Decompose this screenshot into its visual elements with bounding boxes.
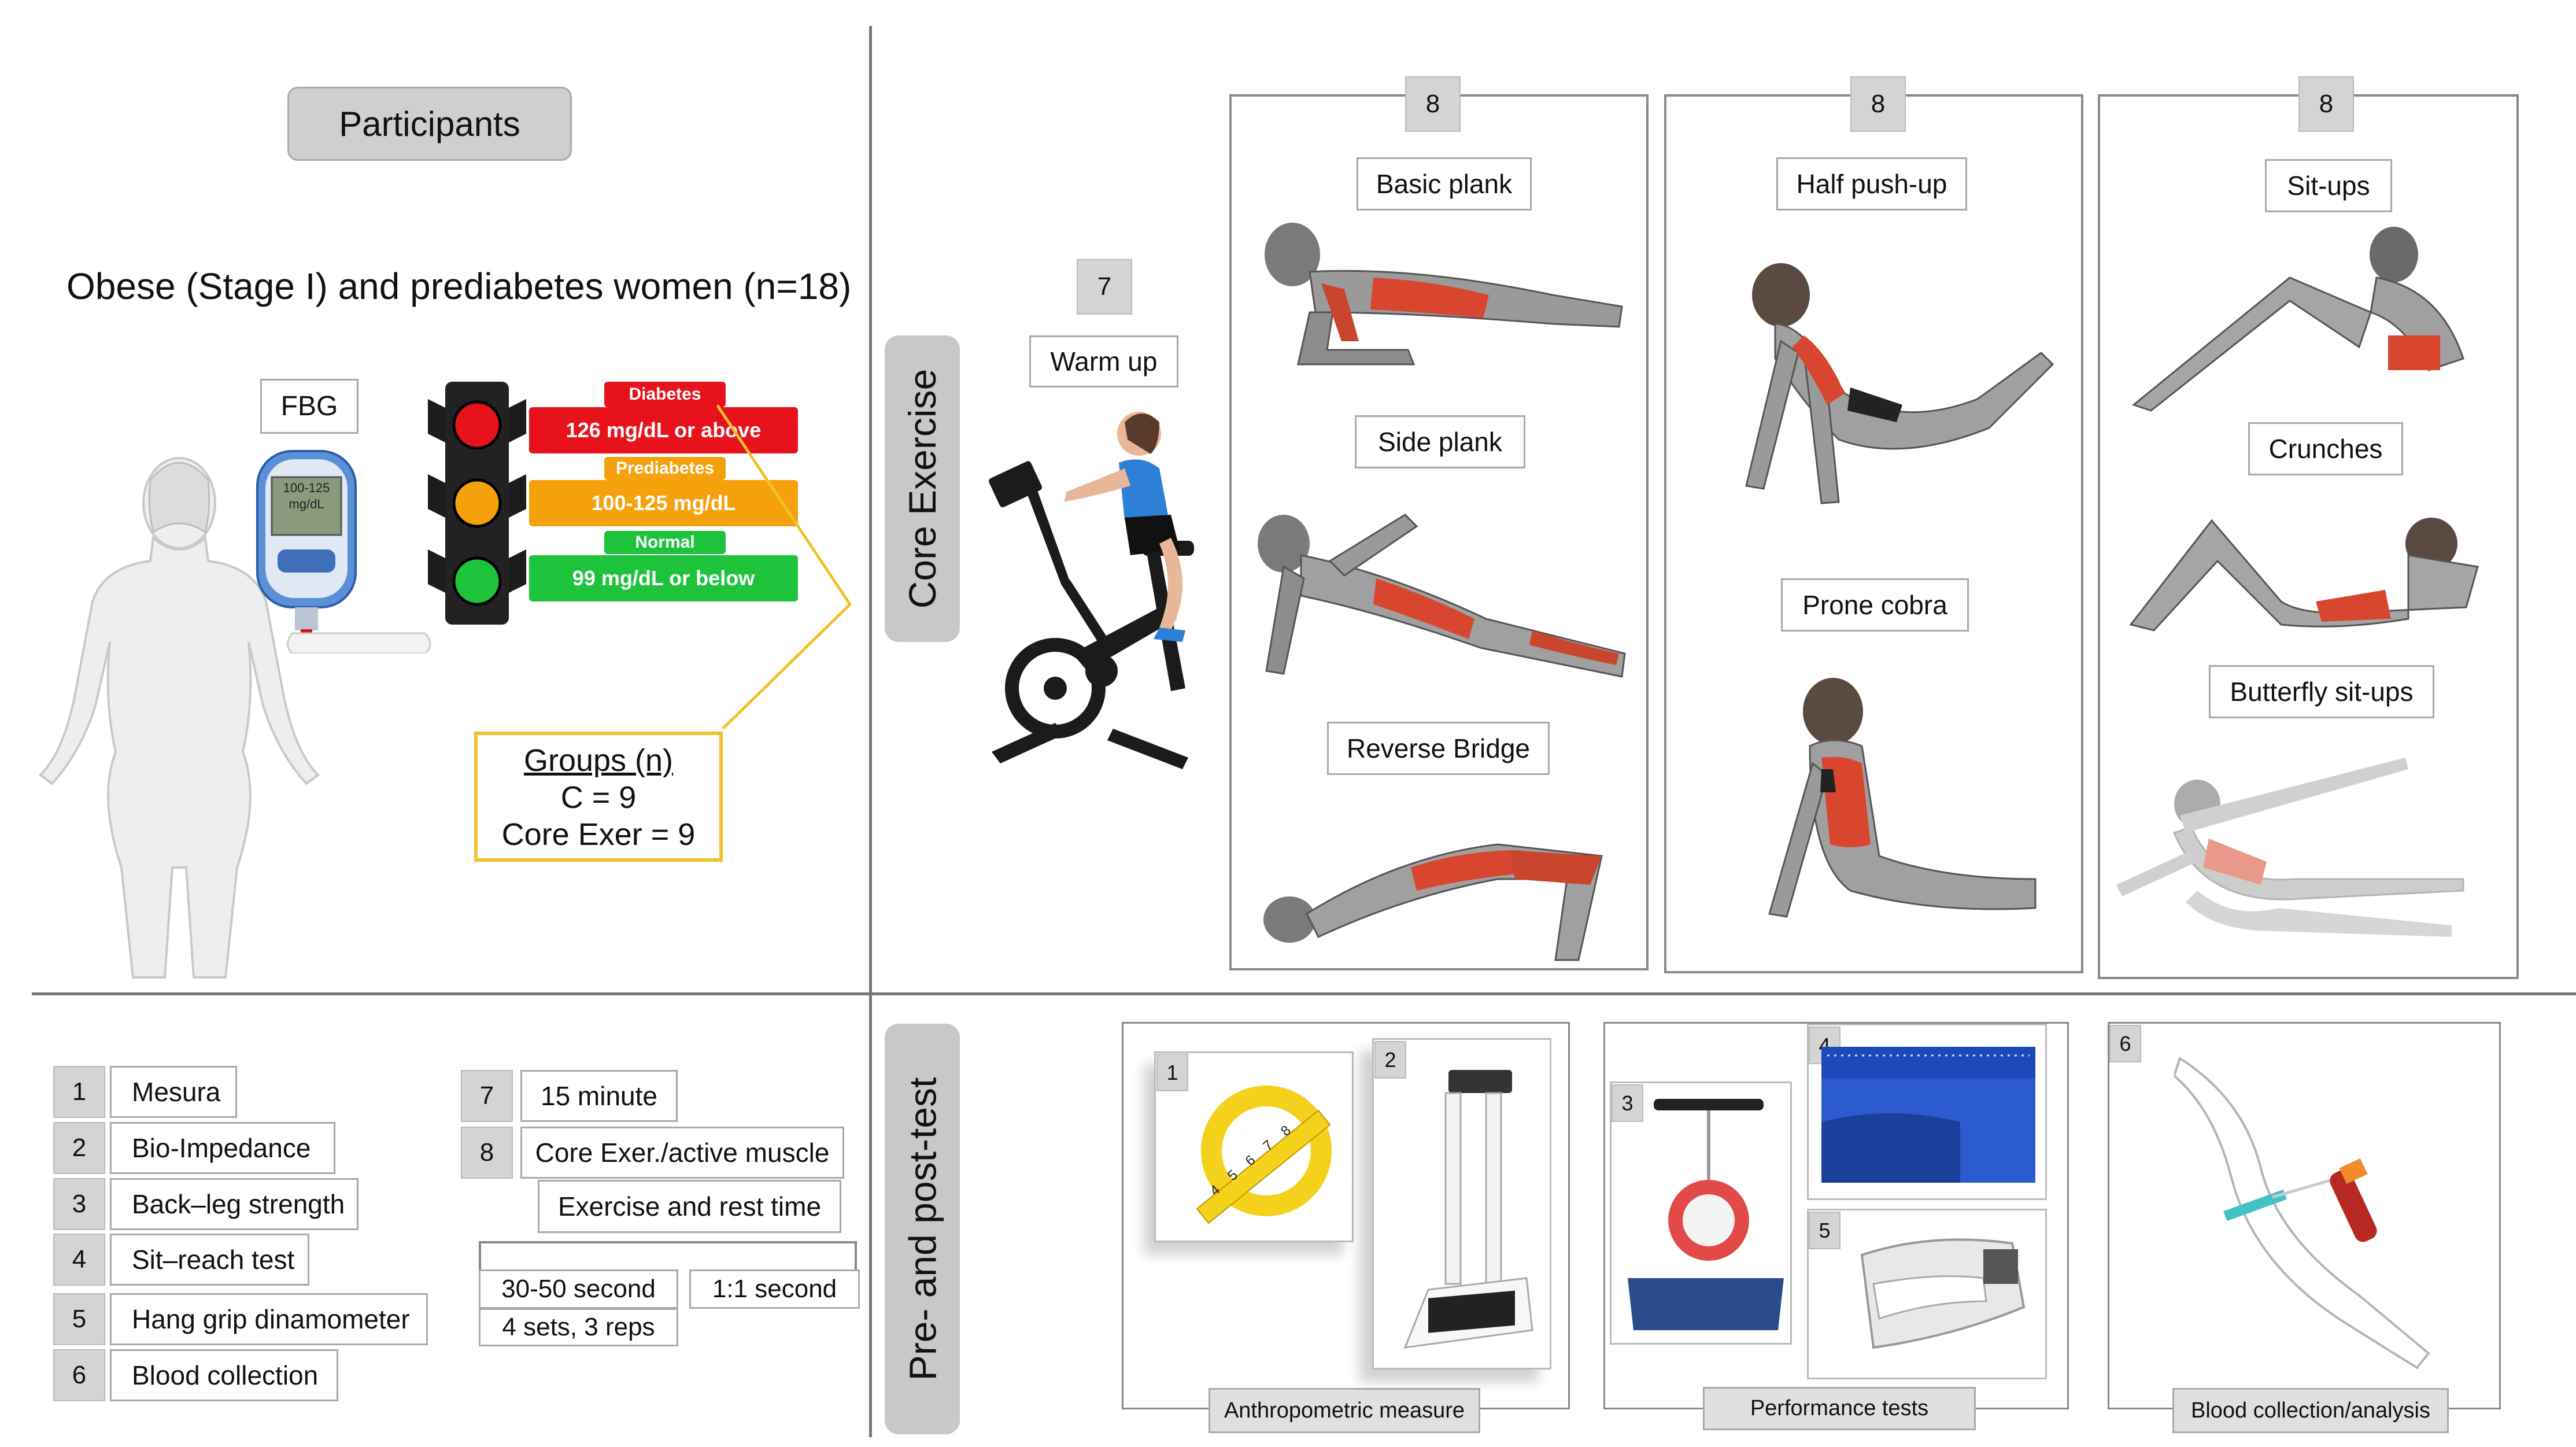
test-1-number: 1 xyxy=(53,1066,105,1118)
back-leg-dynamometer-icon xyxy=(1628,1099,1784,1330)
work-duration: 30-50 second xyxy=(479,1269,678,1309)
butterfly-sit-ups-figure xyxy=(2116,758,2464,937)
reverse-bridge-figure xyxy=(1263,843,1603,961)
tape-number: 1 xyxy=(1156,1054,1188,1091)
test-3-number: 3 xyxy=(53,1178,105,1230)
crunches-figure xyxy=(2129,518,2479,632)
blood-caption: Blood collection/analysis xyxy=(2172,1388,2449,1433)
rest-time-connector xyxy=(479,1241,857,1272)
column-2-number: 8 xyxy=(1850,76,1906,132)
fbg-label: FBG xyxy=(260,379,359,434)
exercise-basic-plank: Basic plank xyxy=(1357,157,1532,211)
groups-title: Groups (n) xyxy=(523,743,674,778)
anthropometric-caption: Anthropometric measure xyxy=(1208,1388,1480,1433)
test-6-label: Blood collection xyxy=(110,1349,338,1401)
diabetes-range: 126 mg/dL or above xyxy=(529,407,798,453)
prone-cobra-figure xyxy=(1768,678,2037,918)
test-5-label: Hang grip dinamometer xyxy=(110,1293,428,1345)
exercise-butterfly-sit-ups: Butterfly sit-ups xyxy=(2209,665,2434,718)
exercise-crunches: Crunches xyxy=(2248,422,2403,475)
back-leg-number: 3 xyxy=(1612,1084,1643,1122)
measuring-tape-icon xyxy=(1196,1086,1332,1224)
exercise-reverse-bridge: Reverse Bridge xyxy=(1327,722,1550,775)
sit-reach-box-icon xyxy=(1821,1047,2035,1183)
groups-core: Core Exer = 9 xyxy=(501,817,696,852)
warmup-label: Warm up xyxy=(1029,335,1178,387)
exercise-half-push-up: Half push-up xyxy=(1776,157,1967,211)
normal-tag: Normal xyxy=(604,531,726,554)
performance-caption: Performance tests xyxy=(1703,1387,1976,1430)
protocol-8-label: Core Exer./active muscle xyxy=(520,1127,844,1179)
normal-range: 99 mg/dL or below xyxy=(529,555,798,601)
basic-plank-figure xyxy=(1265,223,1623,366)
test-4-number: 4 xyxy=(53,1234,105,1286)
prediabetes-tag: Prediabetes xyxy=(604,457,726,480)
test-4-label: Sit–reach test xyxy=(110,1234,309,1286)
traffic-light-icon xyxy=(428,382,526,625)
glucometer-icon xyxy=(256,450,431,654)
test-6-number: 6 xyxy=(53,1349,105,1401)
column-3-number: 8 xyxy=(2298,76,2354,132)
pre-post-test-label: Pre- and post-test xyxy=(885,1024,960,1434)
side-plank-figure xyxy=(1258,514,1626,678)
half-push-up-figure xyxy=(1745,263,2054,504)
exercise-side-plank: Side plank xyxy=(1355,415,1525,468)
woman-figure xyxy=(38,457,320,979)
horizontal-divider xyxy=(32,992,2576,995)
exercise-bike-icon xyxy=(989,412,1194,769)
hand-grip-number: 5 xyxy=(1809,1212,1840,1249)
test-2-number: 2 xyxy=(53,1122,105,1174)
protocol-7-label: 15 minute xyxy=(520,1070,678,1122)
blood-number: 6 xyxy=(2109,1025,2141,1062)
test-2-label: Bio-Impedance xyxy=(110,1122,335,1174)
vertical-divider xyxy=(869,26,872,1437)
diabetes-tag: Diabetes xyxy=(604,382,726,407)
prediabetes-range: 100-125 mg/dL xyxy=(529,480,798,526)
test-5-number: 5 xyxy=(53,1293,105,1345)
sit-ups-figure xyxy=(2131,227,2464,412)
participants-title: Obese (Stage I) and prediabetes women (n… xyxy=(66,265,852,307)
hand-grip-dynamometer-icon xyxy=(1860,1238,2026,1349)
column-1-number: 8 xyxy=(1405,76,1461,132)
protocol-8-number: 8 xyxy=(461,1127,513,1179)
core-exercise-label: Core Exercise xyxy=(885,335,960,642)
glucometer-display: 100-125 mg/dL xyxy=(283,481,330,511)
protocol-7-number: 7 xyxy=(461,1070,513,1122)
groups-box: Groups (n) C = 9 Core Exer = 9 xyxy=(474,732,723,862)
work-rest-ratio: 1:1 second xyxy=(689,1269,860,1309)
group-connector xyxy=(717,405,852,730)
blood-collection-icon xyxy=(2174,1056,2430,1370)
test-3-label: Back–leg strength xyxy=(110,1178,359,1230)
groups-control: C = 9 xyxy=(560,780,637,815)
rest-time-title: Exercise and rest time xyxy=(538,1180,841,1233)
warmup-number: 7 xyxy=(1077,259,1132,315)
test-1-label: Mesura xyxy=(110,1066,237,1118)
exercise-prone-cobra: Prone cobra xyxy=(1781,578,1969,632)
scale-number: 2 xyxy=(1374,1041,1406,1079)
participants-header: Participants xyxy=(287,87,572,161)
exercise-sit-ups: Sit-ups xyxy=(2265,159,2392,212)
sets-reps: 4 sets, 3 reps xyxy=(479,1308,678,1346)
bio-impedance-scale-icon xyxy=(1403,1070,1533,1349)
